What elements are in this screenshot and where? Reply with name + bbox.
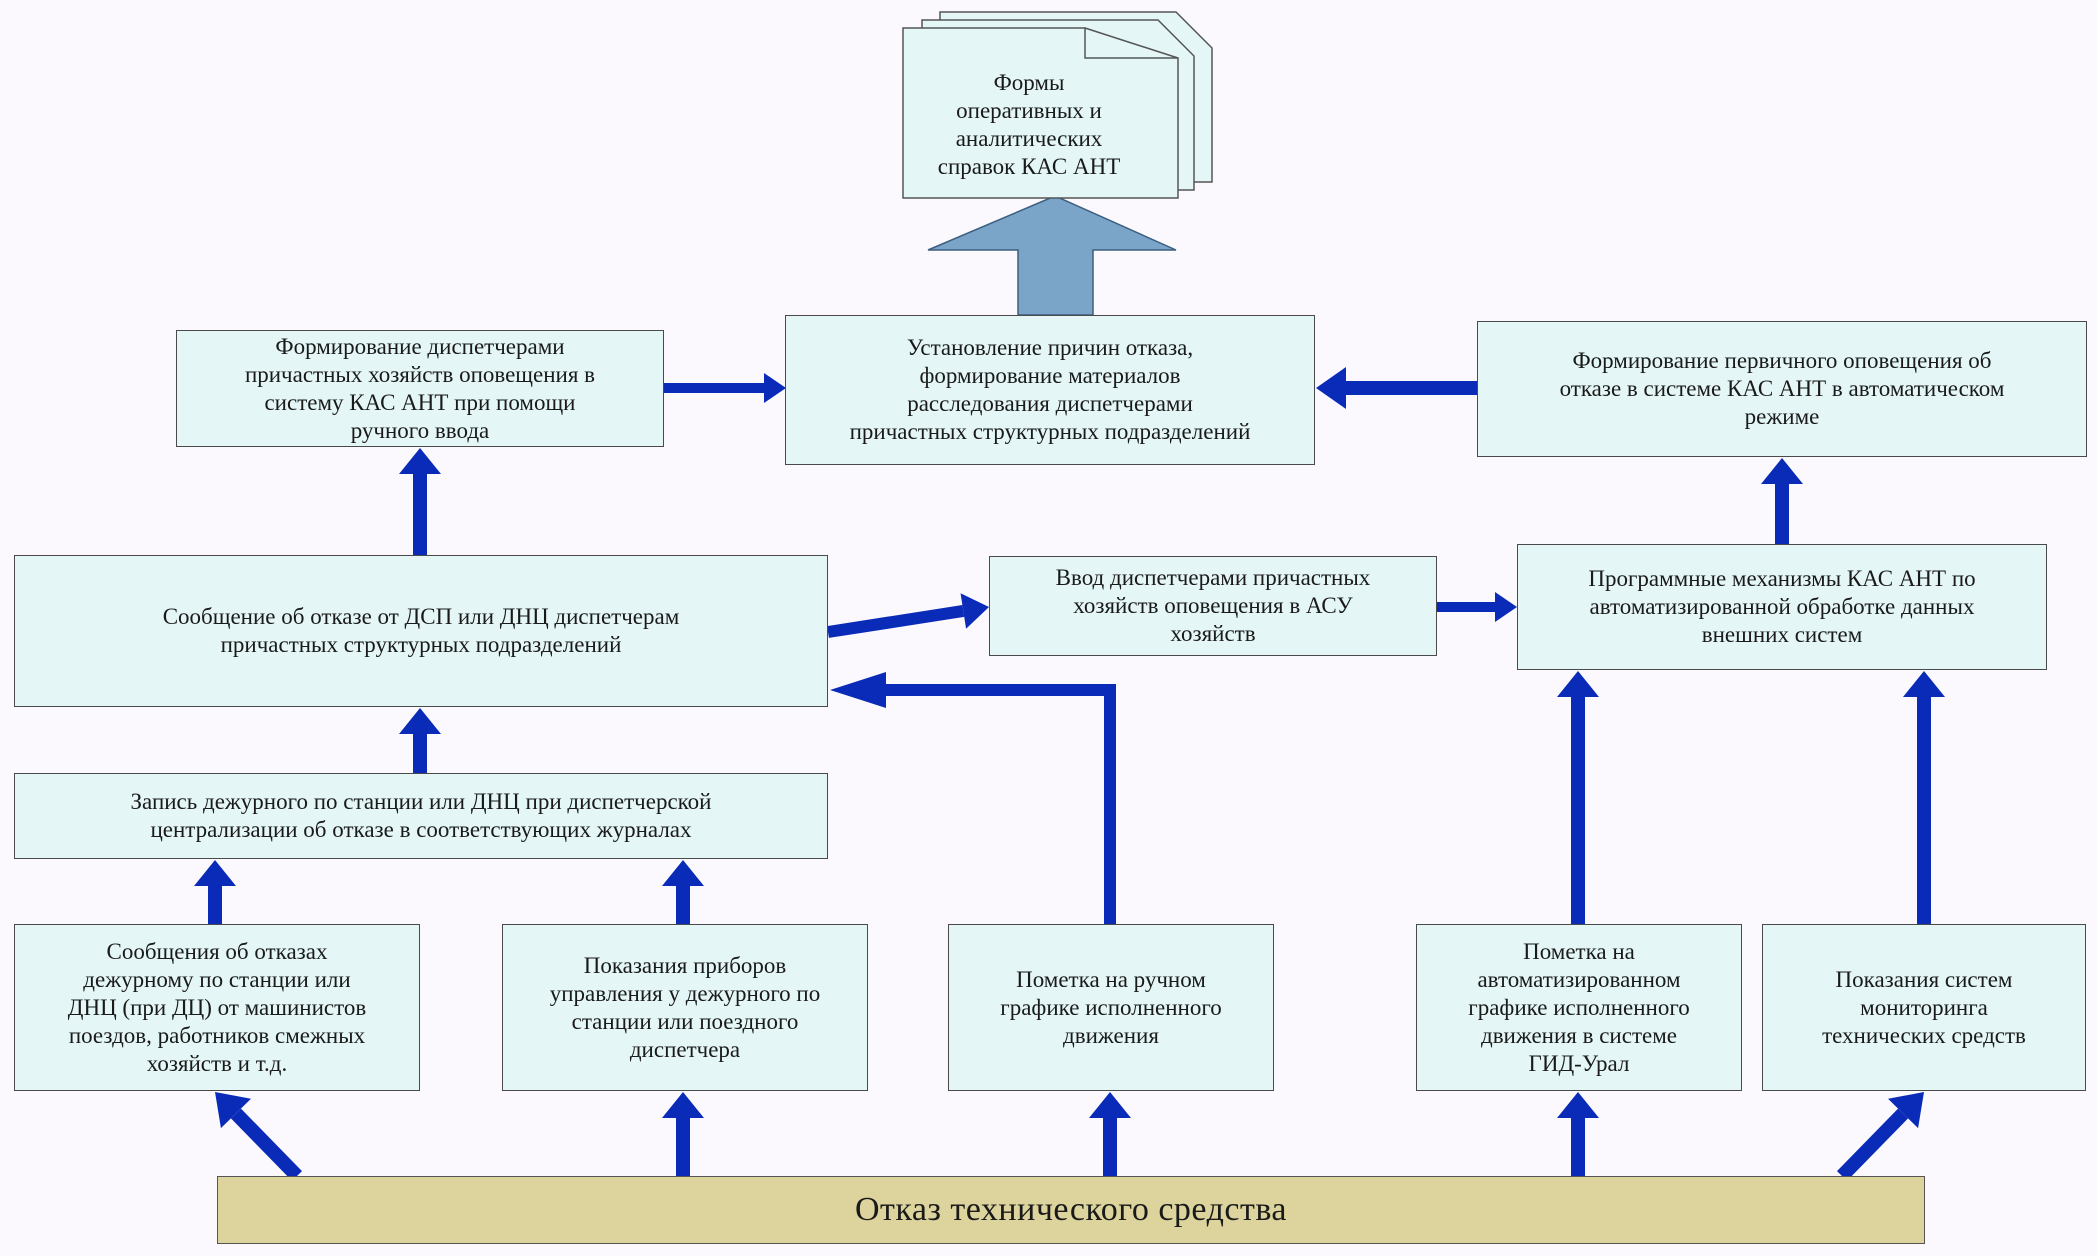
arrow-report-to-asu-shaft <box>827 605 965 638</box>
arrow-asu-to-program-head <box>1495 592 1517 622</box>
arrow-failure-to-manual-graph-head <box>1089 1092 1131 1118</box>
arrow-report-to-asu-head <box>960 593 989 629</box>
arrow-failure-to-device-head <box>662 1092 704 1118</box>
arrow-program-to-auto-head <box>1761 458 1803 484</box>
arrow-manual-graph-to-report-head <box>830 672 886 708</box>
arrow-failure-to-driver-shaft <box>230 1108 303 1181</box>
box-device-readings: Показания приборов управления у дежурног… <box>502 924 868 1091</box>
box-monitoring-readings: Показания систем мониторинга технических… <box>1762 924 2086 1091</box>
documents-label: Формы оперативных и аналитических справо… <box>937 70 1121 179</box>
box-investigation: Установление причин отказа, формирование… <box>785 315 1315 465</box>
arrow-manual-to-investigation-head <box>764 373 786 403</box>
arrow-driver-to-journal-head <box>194 860 236 886</box>
box-journal-record: Запись дежурного по станции или ДНЦ при … <box>14 773 828 859</box>
box-manual-input-notification: Формирование диспетчерами причастных хоз… <box>176 330 664 447</box>
documents-stack-icon <box>902 11 1213 199</box>
box-auto-primary-notification: Формирование первичного оповещения об от… <box>1477 321 2087 457</box>
arrow-failure-to-auto-graph-head <box>1557 1092 1599 1118</box>
arrow-failure-to-driver-head <box>215 1092 251 1129</box>
box-program-mechanisms: Программные механизмы КАС АНТ по автомат… <box>1517 544 2047 670</box>
arrow-failure-to-monitoring-head <box>1888 1092 1924 1129</box>
arrow-auto-graph-to-program-head <box>1557 671 1599 697</box>
box-manual-graph: Пометка на ручном графике исполненного д… <box>948 924 1274 1091</box>
box-driver-reports: Сообщения об отказах дежурному по станци… <box>14 924 420 1091</box>
box-technical-failure: Отказ технического средства <box>217 1176 1925 1244</box>
box-asu-input: Ввод диспетчерами причастных хозяйств оп… <box>989 556 1437 656</box>
arrow-report-to-manual-head <box>399 448 441 474</box>
document-page-fold <box>1084 27 1179 59</box>
arrow-failure-to-monitoring-shaft <box>1836 1108 1909 1181</box>
big-up-arrow <box>927 195 1177 316</box>
arrow-journal-to-report-head <box>399 708 441 734</box>
box-failure-report-message: Сообщение об отказе от ДСП или ДНЦ диспе… <box>14 555 828 707</box>
arrow-device-to-journal-head <box>662 860 704 886</box>
box-auto-graph: Пометка на автоматизированном графике ис… <box>1416 924 1742 1091</box>
arrow-auto-to-investigation-head <box>1316 367 1346 409</box>
arrow-monitoring-to-program-head <box>1903 671 1945 697</box>
arrow-manual-graph-to-report-shaft <box>886 684 1116 924</box>
arrows-layer <box>194 195 1945 1181</box>
